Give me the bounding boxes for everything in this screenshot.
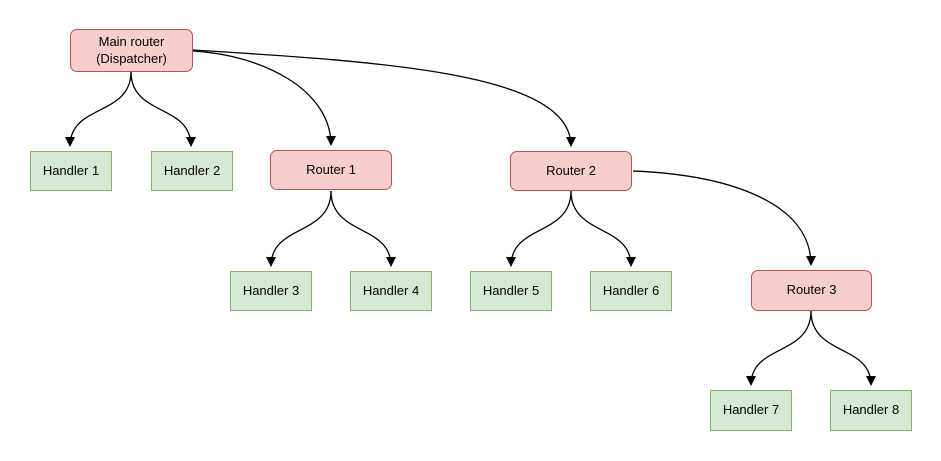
edge-router-2-to-handler-5 xyxy=(506,190,572,267)
edge-router-3-to-handler-7 xyxy=(746,310,812,386)
edge-main-to-router-1 xyxy=(192,50,336,146)
edge-main-to-router-2 xyxy=(192,49,576,147)
edge-router-3-to-handler-8 xyxy=(810,310,876,386)
node-router-2: Router 2 xyxy=(510,151,632,191)
edge-router-2-to-handler-6 xyxy=(570,190,636,267)
node-main-router: Main router (Dispatcher) xyxy=(70,29,193,72)
node-handler-1: Handler 1 xyxy=(30,151,112,191)
node-handler-2: Handler 2 xyxy=(151,151,233,191)
node-router-3: Router 3 xyxy=(751,270,872,311)
edge-router-2-to-router-3 xyxy=(632,170,816,266)
edge-main-to-handler-2 xyxy=(130,71,196,147)
node-router-1: Router 1 xyxy=(270,150,392,190)
node-handler-8: Handler 8 xyxy=(830,390,912,431)
edge-main-to-handler-1 xyxy=(65,71,132,147)
node-handler-3: Handler 3 xyxy=(230,271,312,311)
node-handler-6: Handler 6 xyxy=(590,271,672,311)
node-handler-4: Handler 4 xyxy=(350,271,432,311)
edge-router-1-to-handler-3 xyxy=(266,190,332,267)
edge-router-1-to-handler-4 xyxy=(330,190,396,267)
node-handler-5: Handler 5 xyxy=(470,271,552,311)
node-handler-7: Handler 7 xyxy=(710,390,792,431)
